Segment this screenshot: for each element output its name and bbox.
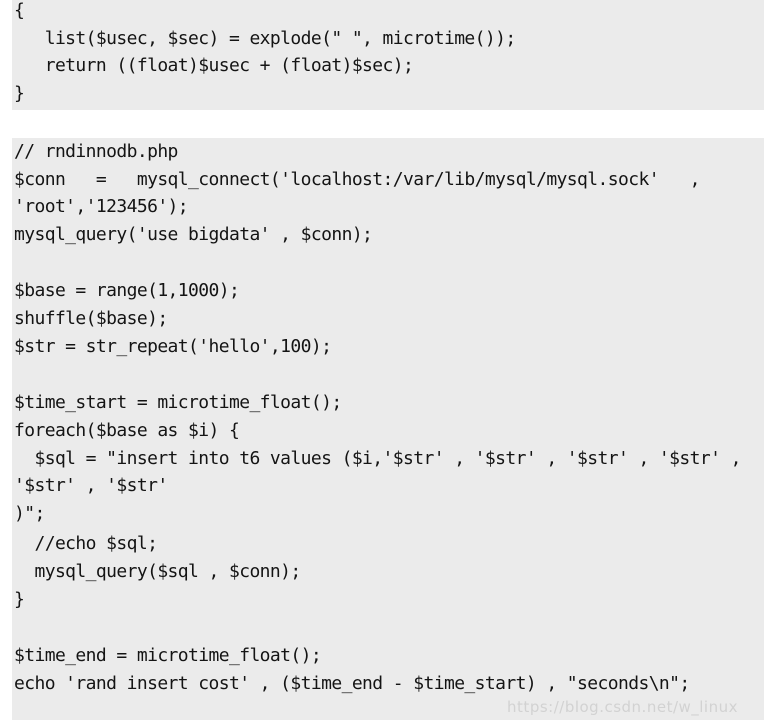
code-line: //echo $sql; <box>14 533 158 554</box>
code-line: $time_start = microtime_float(); <box>14 392 342 413</box>
code-line: $conn = mysql_connect('localhost:/var/li… <box>14 169 700 190</box>
code-line: } <box>14 83 25 104</box>
code-line <box>14 616 764 640</box>
code-line: // rndinnodb.php <box>14 141 178 162</box>
code-line: { <box>14 0 25 21</box>
code-line: $time_end = microtime_float(); <box>14 645 322 666</box>
code-line: list($usec, $sec) = explode(" ", microti… <box>14 28 517 49</box>
code-line: } <box>14 589 25 610</box>
code-line: )"; <box>14 503 45 524</box>
code-line: $base = range(1,1000); <box>14 280 240 301</box>
code-line: echo 'rand insert cost' , ($time_end - $… <box>14 673 690 694</box>
code-line: foreach($base as $i) { <box>14 420 240 441</box>
code-line: $sql = "insert into t6 values ($i,'$str'… <box>14 448 741 469</box>
watermark: https://blog.csdn.net/w_linux <box>507 698 738 716</box>
code-line: '$str' , '$str' <box>14 475 168 496</box>
code-line: shuffle($base); <box>14 308 168 329</box>
code-block-rndinnodb: // rndinnodb.php $conn = mysql_connect('… <box>12 138 764 720</box>
code-line: $str = str_repeat('hello',100); <box>14 336 332 357</box>
code-line: mysql_query('use bigdata' , $conn); <box>14 224 373 245</box>
code-line: return ((float)$usec + (float)$sec); <box>14 55 414 76</box>
code-line: 'root','123456'); <box>14 196 189 217</box>
code-line: mysql_query($sql , $conn); <box>14 561 301 582</box>
code-line <box>14 363 764 387</box>
code-line <box>14 251 764 275</box>
code-block-microtime-function: { list($usec, $sec) = explode(" ", micro… <box>12 0 764 110</box>
